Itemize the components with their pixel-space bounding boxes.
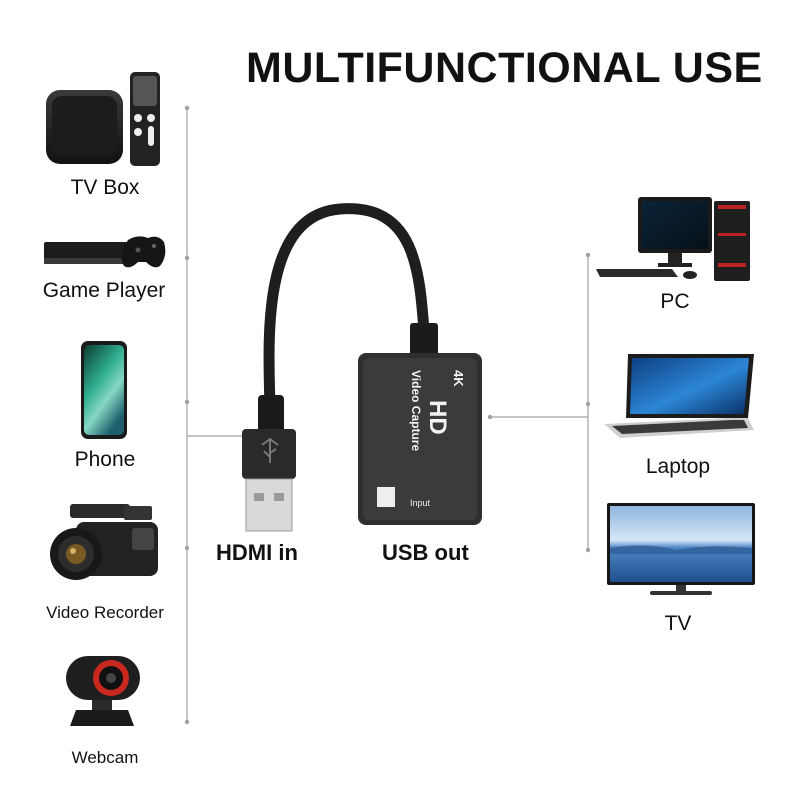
tv-box-icon [46,72,160,166]
laptop-device [602,352,758,442]
television-icon [607,503,755,595]
game-console-icon [44,236,166,268]
tv-device [606,502,756,598]
laptop-icon [604,354,754,438]
device-label-pc: PC [660,290,690,313]
device-label-game-player: Game Player [42,279,166,302]
video-camera-icon [50,504,158,580]
desktop-pc-icon [596,197,750,281]
page-title: MULTIFUNCTIONAL USE [246,44,763,92]
product-port-text: Input [410,498,431,508]
phone-device [80,340,128,440]
device-label-video-recorder: Video Recorder [46,603,164,622]
webcam-icon [66,656,140,726]
product-subtitle-label: Video Capture [409,370,423,451]
hdmi-port-icon [377,487,395,507]
usb-cable [263,203,431,413]
device-label-webcam: Webcam [71,748,139,767]
capture-card-product: 4K HD Video Capture Input [242,203,482,532]
usb-out-label: USB out [382,540,469,565]
device-label-laptop: Laptop [645,455,711,478]
device-label-phone: Phone [74,448,136,471]
product-brand-label: HD [424,400,451,435]
tv-box-device [44,70,174,170]
pc-device [594,193,754,285]
webcam-device [62,650,144,732]
product-4k-label: 4K [451,370,466,387]
video-recorder-device [46,498,166,590]
smartphone-icon [81,341,127,439]
game-player-device [42,232,167,272]
device-label-tv: TV [664,612,692,635]
device-label-tv-box: TV Box [70,176,140,199]
hdmi-in-label: HDMI in [216,540,298,565]
